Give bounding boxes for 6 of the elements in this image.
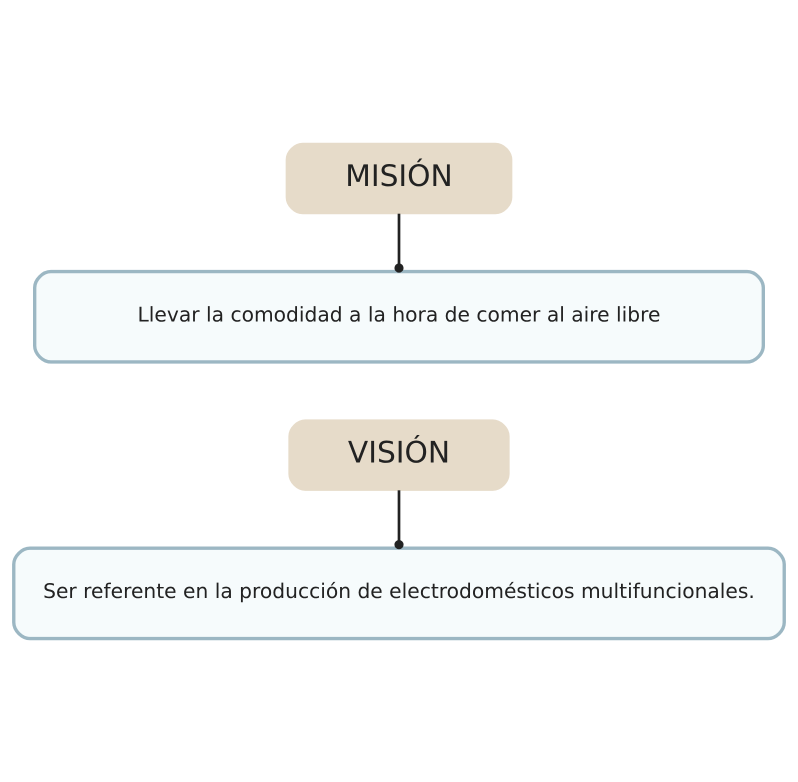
node-box: MISIÓN bbox=[286, 142, 512, 214]
node-box: Llevar la comodidad a la hora de comer al aire libre bbox=[33, 270, 765, 364]
connector bbox=[394, 214, 404, 273]
node-box: Ser referente en la producción de electrodomésticos multifuncionales. bbox=[12, 546, 786, 640]
connector bbox=[394, 490, 404, 550]
node-box: VISIÓN bbox=[288, 419, 510, 491]
